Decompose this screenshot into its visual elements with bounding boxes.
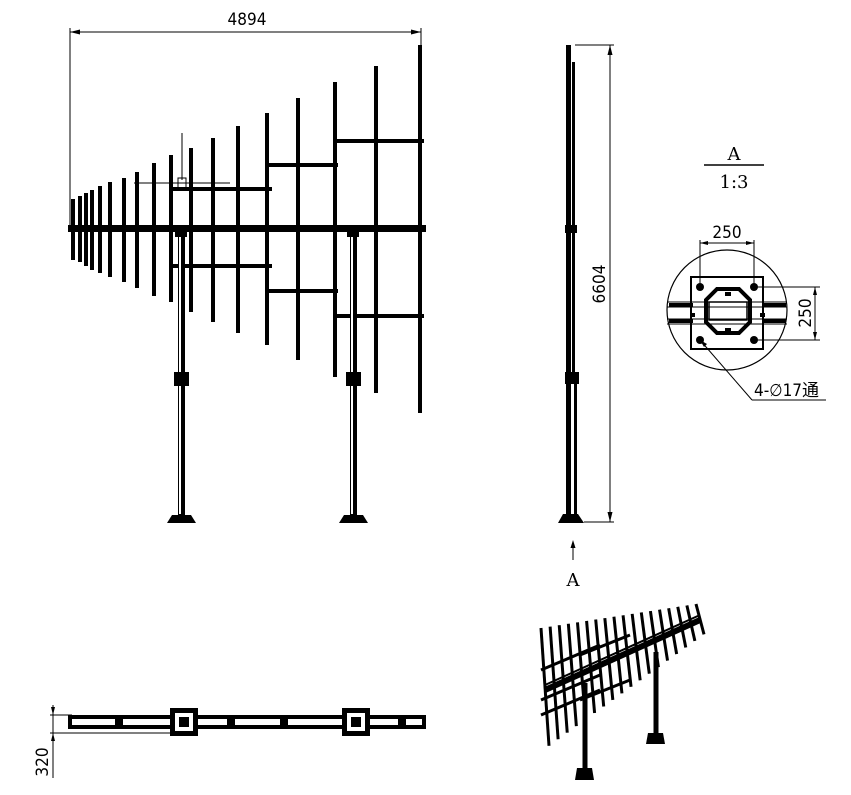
detail-title: A	[727, 144, 742, 165]
dipole-element	[152, 163, 156, 296]
dipole-element	[108, 182, 112, 277]
mast-right	[339, 229, 368, 523]
dipole-element	[98, 186, 102, 273]
base-flange-circle	[666, 249, 788, 371]
dipole-element	[78, 196, 82, 262]
depth-dimension: 320	[33, 705, 172, 778]
dipole-element	[333, 82, 337, 377]
height-dimension: 6604	[575, 44, 614, 523]
mast-left	[167, 229, 196, 523]
detail-scale: 1:3	[720, 172, 749, 193]
svg-text:250: 250	[796, 298, 816, 327]
detail-a: A 1:3 250	[666, 144, 826, 401]
dipole-element	[135, 172, 139, 288]
hole-note: 4-∅17通	[754, 381, 819, 401]
dipole-element	[236, 126, 240, 333]
view-arrow-label: A	[566, 570, 581, 591]
front-view: 4894	[68, 10, 426, 523]
dipole-element	[84, 193, 88, 266]
dipole-elements	[71, 45, 422, 413]
isometric-view	[539, 603, 706, 780]
detail-dim-vertical: 250	[754, 286, 820, 341]
dipole-element	[265, 113, 269, 345]
dipole-element	[122, 178, 126, 282]
dipole-element	[296, 98, 300, 360]
svg-text:320: 320	[33, 747, 53, 776]
dipole-element	[418, 45, 422, 413]
width-dim-text: 4894	[228, 10, 267, 30]
side-view: 6604 A	[558, 44, 614, 591]
dipole-element	[374, 66, 378, 393]
dipole-element	[169, 155, 173, 302]
view-arrow-a: A	[566, 540, 581, 591]
width-dimension: 4894	[69, 10, 422, 225]
construction-lines	[134, 133, 230, 189]
dipole-element	[71, 199, 75, 260]
svg-text:250: 250	[712, 223, 741, 243]
dipole-element	[189, 148, 193, 312]
height-dim-text: 6604	[590, 265, 610, 304]
side-mast	[566, 45, 571, 520]
hole-leader: 4-∅17通	[699, 339, 826, 401]
dipole-element	[211, 138, 215, 322]
dipole-element	[90, 190, 94, 270]
cross-bars	[170, 139, 424, 318]
plan-view: 320	[33, 705, 426, 778]
main-boom	[68, 225, 426, 232]
detail-dim-horizontal: 250	[699, 223, 755, 287]
